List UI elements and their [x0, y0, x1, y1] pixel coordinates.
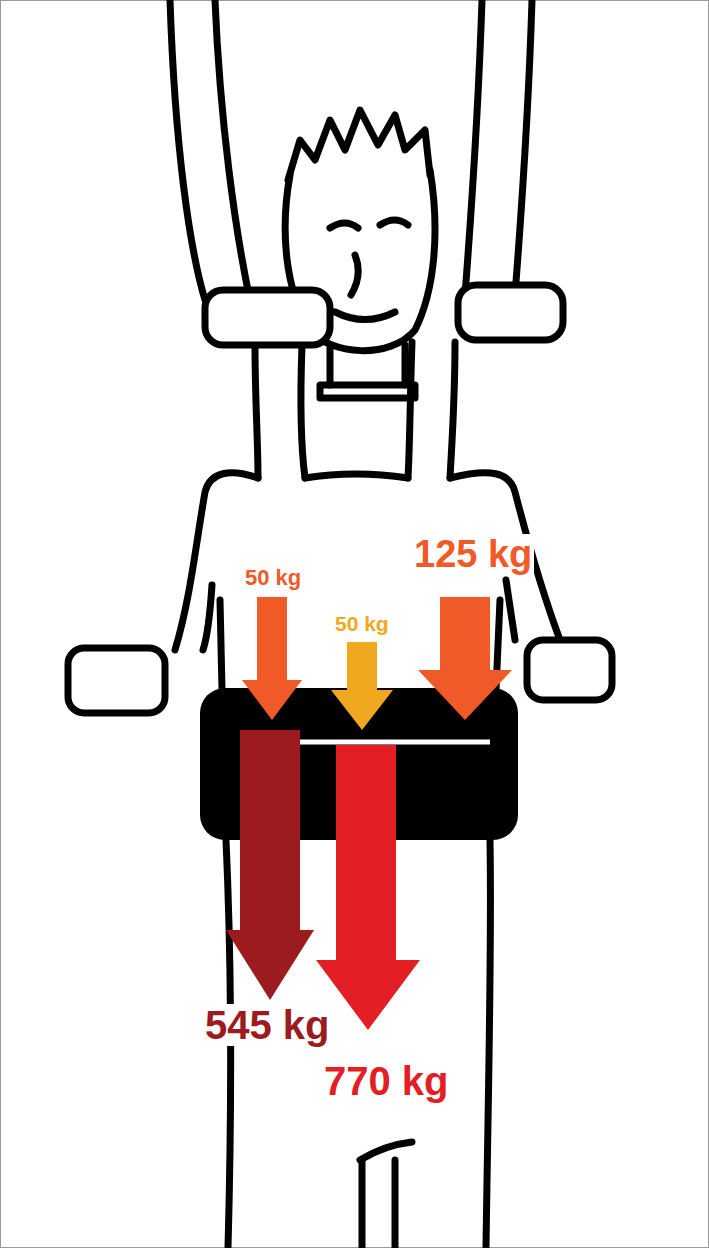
body-outline	[215, 0, 250, 300]
body-outline	[351, 255, 358, 295]
body-outline	[506, 580, 515, 640]
body-outline	[320, 385, 415, 398]
body-outline	[330, 223, 358, 228]
body-outline	[360, 1142, 412, 1160]
load-label: 50 kg	[333, 612, 391, 635]
body-outline	[175, 473, 258, 650]
sleeve-cuffs	[527, 640, 612, 700]
body-outline	[362, 1160, 395, 1248]
load-label: 770 kg	[322, 1060, 451, 1102]
body-outline	[380, 220, 408, 225]
body-outline	[170, 0, 560, 1248]
body-outline	[335, 312, 395, 320]
load-arrows	[226, 597, 512, 1030]
body-outline	[255, 345, 258, 478]
sleeve-cuffs	[205, 290, 330, 345]
load-label: 545 kg	[203, 1004, 332, 1046]
body-outline	[450, 342, 455, 478]
load-label: 125 kg	[412, 534, 534, 574]
load-arrows	[226, 730, 314, 1000]
load-label: 50 kg	[243, 566, 303, 590]
body-outline	[220, 600, 222, 690]
load-arrows	[316, 745, 420, 1030]
sleeve-cuffs	[458, 285, 563, 340]
body-outline	[305, 474, 408, 478]
body-outline	[486, 840, 491, 1248]
body-outline	[170, 0, 205, 300]
load-arrows	[242, 597, 302, 720]
load-arrows	[331, 642, 393, 730]
load-arrows	[418, 597, 512, 720]
body-outline	[288, 110, 430, 180]
body-outline	[465, 0, 482, 295]
body-outline	[203, 585, 212, 650]
body-outline	[330, 345, 405, 385]
body-outline	[515, 0, 532, 295]
body-outline	[408, 342, 412, 478]
sleeve-cuffs	[68, 648, 165, 713]
sleeve-cuffs	[68, 285, 612, 713]
body-outline	[301, 345, 305, 478]
